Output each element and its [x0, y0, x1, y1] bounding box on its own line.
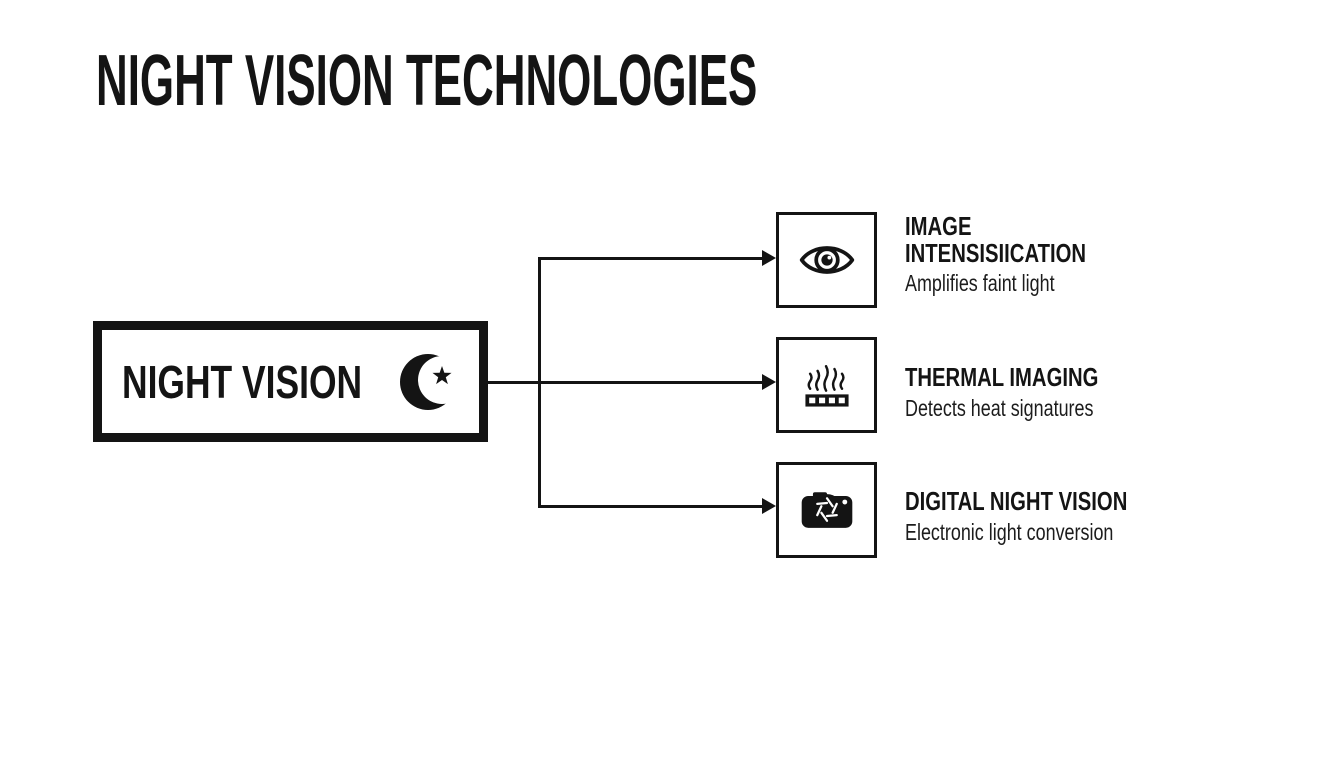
- branch-label-thermal-imaging: THERMAL IMAGING Detects heat signatures: [905, 364, 1153, 421]
- connector-branch-bottom: [538, 505, 762, 508]
- branch-heading-text: IMAGE INTENSISIICATION: [905, 211, 1087, 268]
- branch-heading: IMAGE INTENSISIICATION: [905, 213, 1137, 266]
- page-title: NIGHT VISION TECHNOLOGIES: [96, 41, 1180, 121]
- branch-heading-text: DIGITAL NIGHT VISION: [905, 486, 1128, 516]
- camera-aperture-icon: [801, 492, 852, 528]
- branch-heading-text: THERMAL IMAGING: [905, 362, 1099, 392]
- branch-subtitle: Electronic light conversion: [905, 518, 1190, 545]
- connector-branch-top: [538, 257, 762, 260]
- branch-box-image-intensification: [776, 212, 877, 308]
- branch-subtitle: Detects heat signatures: [905, 394, 1153, 421]
- root-node-night-vision: NIGHT VISION: [93, 321, 488, 442]
- branch-box-digital-night-vision: [776, 462, 877, 558]
- connector-root-stub: [488, 381, 540, 384]
- page-title-text: NIGHT VISION TECHNOLOGIES: [96, 41, 758, 121]
- crescent-moon-star-icon: [400, 353, 461, 410]
- branch-subtitle: Amplifies faint light: [905, 270, 1137, 297]
- heat-waves-icon: [804, 365, 849, 407]
- branch-heading: DIGITAL NIGHT VISION: [905, 488, 1190, 515]
- branch-box-thermal-imaging: [776, 337, 877, 433]
- branch-subtitle-text: Amplifies faint light: [905, 270, 1055, 297]
- branch-label-digital-night-vision: DIGITAL NIGHT VISION Electronic light co…: [905, 488, 1190, 545]
- connector-branch-middle: [540, 381, 762, 384]
- root-node-label: NIGHT VISION: [122, 355, 363, 408]
- arrowhead-icon-middle: [762, 374, 776, 390]
- branch-subtitle-text: Electronic light conversion: [905, 518, 1114, 545]
- arrowhead-icon-bottom: [762, 498, 776, 514]
- branch-subtitle-text: Detects heat signatures: [905, 394, 1094, 421]
- arrowhead-icon-top: [762, 250, 776, 266]
- eye-icon: [799, 246, 854, 274]
- connector-trunk: [538, 257, 541, 508]
- branch-heading: THERMAL IMAGING: [905, 364, 1153, 391]
- branch-label-image-intensification: IMAGE INTENSISIICATION Amplifies faint l…: [905, 213, 1137, 296]
- root-node-label-wrap: NIGHT VISION: [122, 359, 385, 405]
